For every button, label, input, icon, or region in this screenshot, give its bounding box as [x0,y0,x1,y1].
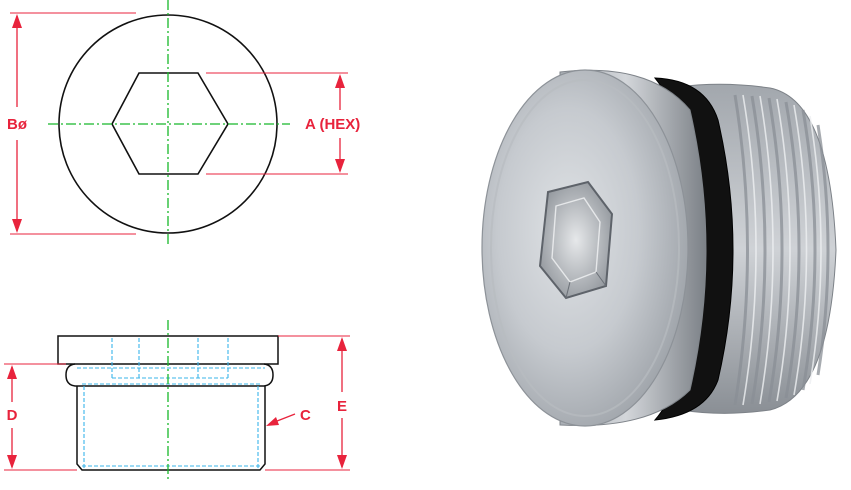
b-diameter-dimension [10,12,136,235]
hex-plug-photo [481,69,837,427]
hex-dimension [206,72,348,175]
hidden-lines [77,338,265,468]
e-dimension [265,335,350,471]
top-view: Bø A (HEX) [7,0,360,246]
side-view: D E C [4,320,350,480]
b-diameter-label: Bø [7,116,28,133]
c-leader [266,413,296,426]
c-label: C [300,407,311,424]
hex-label: A (HEX) [305,116,360,133]
d-dimension [4,363,77,471]
o-ring-groove-outline [65,363,274,387]
d-label: D [7,407,18,424]
hex-socket-recess [538,180,614,300]
e-label: E [337,398,347,415]
thread-body-outline [76,386,266,471]
